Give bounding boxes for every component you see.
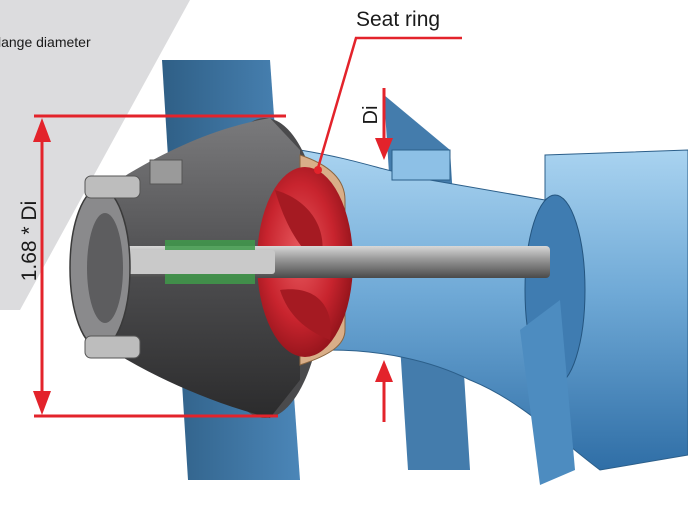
bracket-bottom — [84, 335, 141, 359]
outer-dimension-label: 1.68 * Di — [18, 200, 41, 282]
draft-tube — [299, 149, 688, 471]
flange-diameter-label: lange diameter — [0, 34, 91, 50]
bracket-top — [84, 175, 141, 199]
dim-arrow-top — [33, 118, 51, 142]
seat-ring-leader — [316, 36, 462, 169]
corner-band — [0, 0, 190, 310]
di-arrow-bottom — [375, 360, 393, 382]
di-arrow-top — [375, 138, 393, 160]
inlet-bell-inner — [87, 213, 123, 323]
di-label: Di — [360, 105, 382, 125]
outlet-vane — [520, 300, 575, 485]
bracket-side — [149, 159, 183, 185]
dim-arrow-bottom — [33, 391, 51, 415]
seat-ring-label: Seat ring — [356, 8, 441, 31]
shaft-front — [100, 250, 275, 274]
pipe-flange — [391, 149, 451, 181]
seat-ring-dot — [314, 166, 322, 174]
runner-blade — [280, 289, 331, 340]
